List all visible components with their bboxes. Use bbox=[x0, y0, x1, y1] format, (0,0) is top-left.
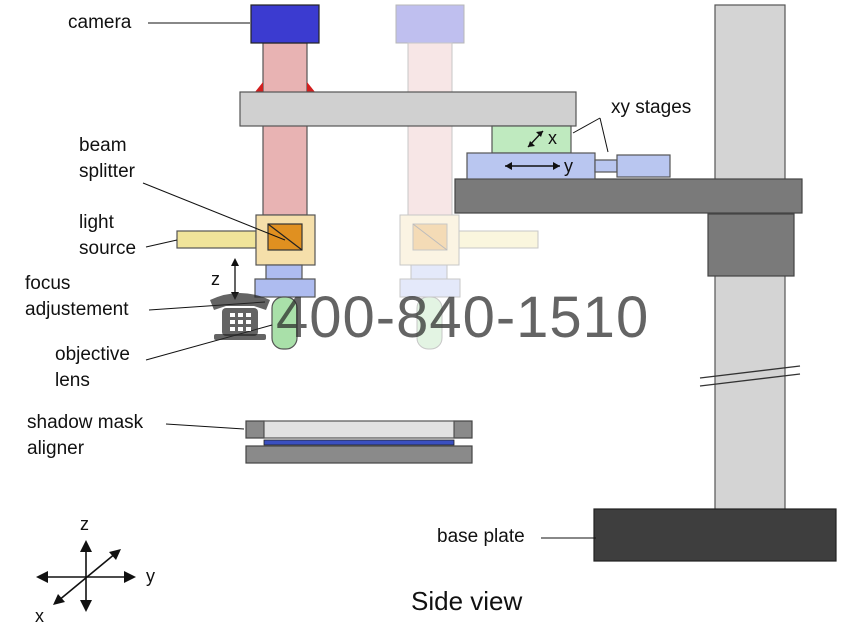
horizontal-arm bbox=[454, 178, 803, 214]
ghost-beam-splitter bbox=[399, 214, 460, 266]
column-break-line bbox=[699, 373, 801, 387]
light-source-label: source bbox=[79, 238, 137, 259]
focus-z-arrowhead bbox=[231, 258, 239, 266]
column-collar bbox=[707, 213, 795, 277]
ghost-optics bbox=[395, 4, 539, 350]
beam-splitter-label: beam bbox=[79, 135, 127, 156]
xy-stages-label: xy stages bbox=[611, 97, 692, 118]
shadow-mask-leader bbox=[165, 423, 245, 430]
base-plate bbox=[593, 508, 837, 562]
axes-glyph bbox=[36, 540, 136, 612]
shadow-mask-label: shadow mask bbox=[27, 412, 144, 433]
shadow-mask-label: aligner bbox=[27, 438, 85, 459]
x-axis-line bbox=[57, 552, 117, 602]
tube-clamp-red bbox=[307, 82, 315, 92]
camera bbox=[250, 4, 320, 44]
focus-adjust bbox=[265, 264, 303, 280]
camera-label: camera bbox=[68, 12, 132, 33]
shadow-mask-block bbox=[453, 420, 473, 439]
ghost-splitter-diagonal bbox=[412, 223, 448, 251]
ghost-camera bbox=[395, 4, 465, 44]
stage-y-label: y bbox=[564, 156, 573, 176]
shadow-mask-block bbox=[245, 420, 265, 439]
x-axis-arrowhead bbox=[53, 594, 65, 605]
y-stage-rod bbox=[594, 159, 618, 173]
ghost-focus-adjust bbox=[410, 264, 448, 280]
xy-stages-leader bbox=[572, 117, 601, 134]
shadow-mask-base bbox=[245, 445, 473, 464]
light-source bbox=[176, 230, 257, 249]
telephone-icon bbox=[210, 293, 270, 340]
shadow-mask-plate bbox=[263, 420, 455, 439]
x-motion-arrowhead bbox=[536, 131, 543, 137]
stage-x-label: x bbox=[548, 128, 557, 148]
objective-lens bbox=[271, 296, 298, 350]
shadow-mask-sample bbox=[263, 439, 455, 446]
y-axis-arrowhead bbox=[124, 571, 136, 583]
axis-y-label: y bbox=[146, 566, 155, 586]
ghost-splitter-core bbox=[412, 223, 448, 251]
y-stage-motor bbox=[616, 154, 671, 178]
light-source-leader bbox=[145, 239, 178, 248]
focus-label: focus bbox=[25, 273, 71, 294]
x-axis-arrowhead bbox=[109, 549, 121, 560]
base-plate-label: base plate bbox=[437, 526, 525, 547]
beam-tube bbox=[262, 42, 308, 216]
x-motion-arrowhead bbox=[528, 141, 535, 147]
focus-label: adjustement bbox=[25, 299, 129, 320]
z-axis-arrowhead bbox=[80, 540, 92, 552]
x-stage bbox=[491, 125, 572, 154]
splitter-diagonal bbox=[267, 223, 303, 251]
objective-label: objective bbox=[55, 344, 130, 365]
y-motion-arrowhead bbox=[505, 162, 512, 170]
watermark-phone: 400-840-1510 bbox=[276, 284, 650, 350]
ghost-objective-mount bbox=[399, 278, 461, 298]
objective-label: lens bbox=[55, 370, 90, 391]
tube-clamp-red bbox=[255, 82, 263, 92]
ghost-light-source bbox=[458, 230, 539, 249]
xy-stages-leader bbox=[599, 117, 609, 153]
axis-x-label: x bbox=[35, 606, 44, 626]
watermark: 400-840-1510 bbox=[208, 282, 649, 352]
axis-z-label: z bbox=[80, 514, 89, 534]
beam-splitter-label: splitter bbox=[79, 161, 135, 182]
z-axis-arrowhead bbox=[80, 600, 92, 612]
column-break-line bbox=[699, 365, 801, 379]
light-source-label: light bbox=[79, 212, 114, 233]
focus-axis-label: z bbox=[211, 269, 220, 289]
ghost-objective-lens bbox=[416, 296, 443, 350]
y-axis-arrowhead bbox=[36, 571, 48, 583]
top-crossbar bbox=[239, 91, 577, 127]
diagram-title: Side view bbox=[411, 586, 523, 616]
ghost-beam-tube bbox=[407, 42, 453, 216]
y-motion-arrowhead bbox=[553, 162, 560, 170]
beam-splitter-leader bbox=[142, 182, 286, 241]
